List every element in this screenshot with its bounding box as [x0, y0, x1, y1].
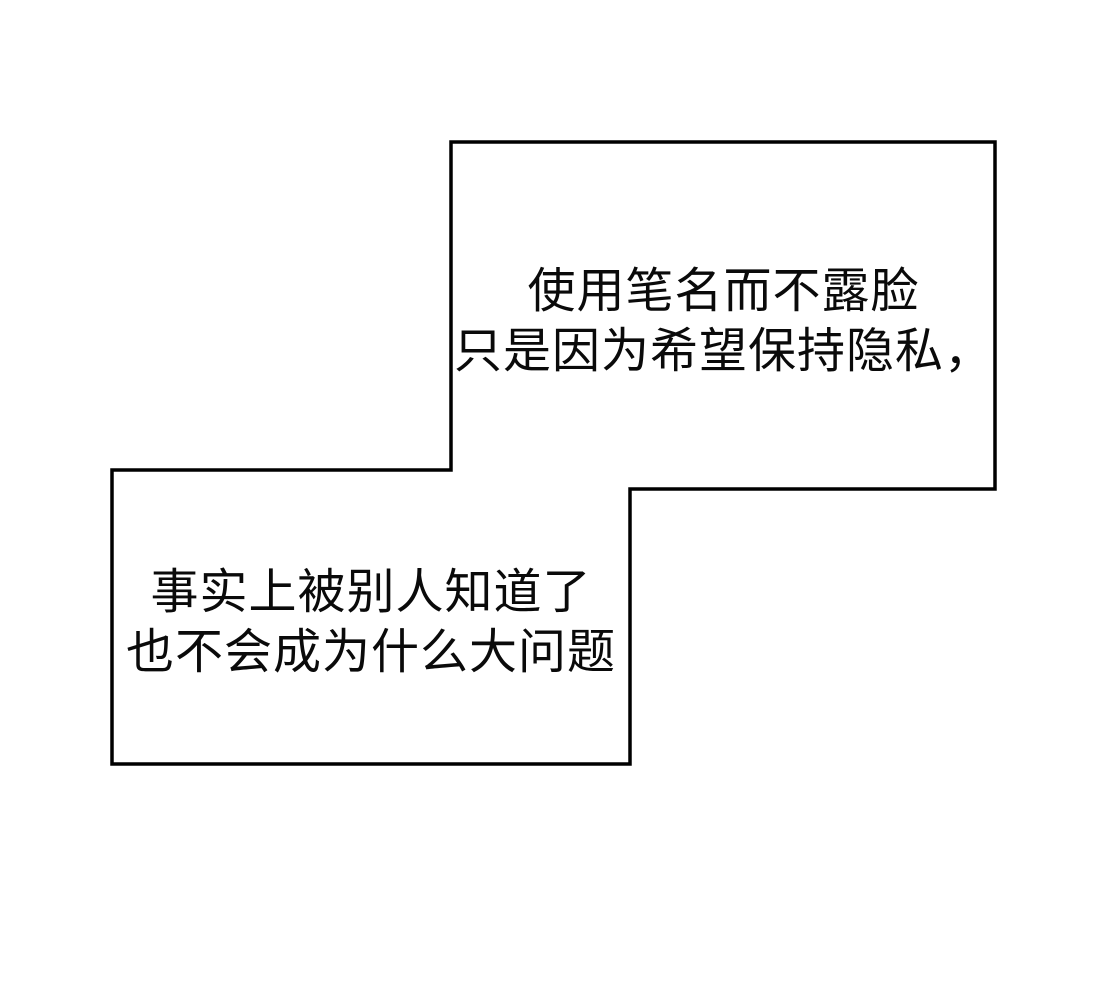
speech-box-top: 使用笔名而不露脸 只是因为希望保持隐私， [451, 262, 996, 382]
speech-text-line: 也不会成为什么大问题 [125, 626, 616, 679]
stepped-speech-box-shape [110, 140, 997, 766]
speech-text-line: 只是因为希望保持隐私， [453, 325, 993, 378]
speech-box-bottom: 事实上被别人知道了 也不会成为什么大问题 [112, 563, 630, 683]
speech-text-line: 事实上被别人知道了 [150, 566, 592, 619]
speech-text-line: 使用笔名而不露脸 [527, 265, 920, 318]
